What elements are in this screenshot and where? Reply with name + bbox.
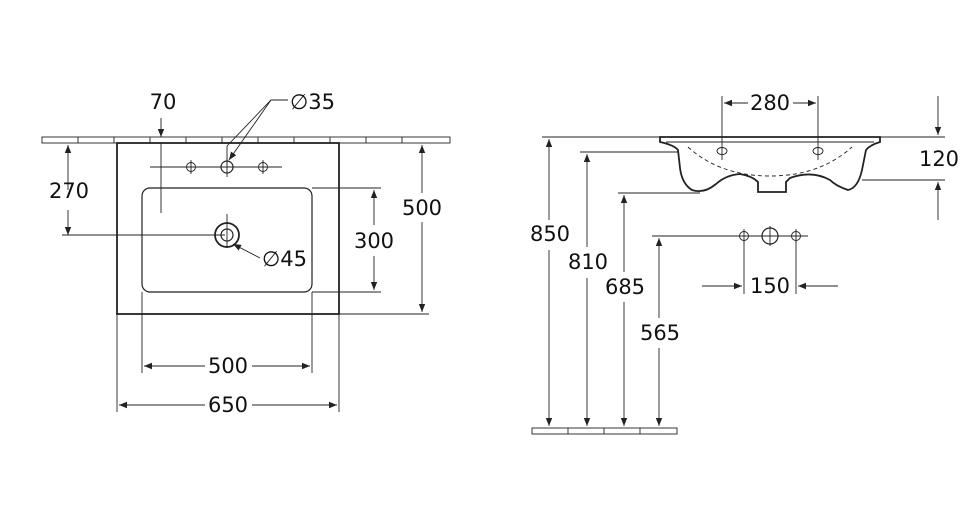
dim-bowl-offset: 270 <box>49 179 89 203</box>
dim-bottom-level: 685 <box>605 275 645 299</box>
dim-rim-height: 120 <box>919 147 959 171</box>
dim-depth: 500 <box>402 196 442 220</box>
dim-waste-hole: ∅45 <box>262 247 307 271</box>
basin-bowl <box>141 187 313 293</box>
dim-tap-hole: ∅35 <box>290 90 335 114</box>
basin-outline <box>116 142 340 315</box>
waste-hole <box>214 214 240 248</box>
dim-tap-offset: 70 <box>150 90 177 114</box>
dim-hole-spacing: 280 <box>750 91 790 115</box>
dim-width: 650 <box>208 393 248 417</box>
dim-bowl-depth: 300 <box>354 229 394 253</box>
bowl-dashed-outline <box>687 146 853 177</box>
dim-bowl-width: 500 <box>208 354 248 378</box>
plan-view: 70 ∅35 270 ∅45 300 500 500 <box>41 90 451 417</box>
dim-waste-spacing: 150 <box>750 274 790 298</box>
tap-holes <box>150 157 282 177</box>
dim-total-height: 850 <box>530 222 570 246</box>
basin-profile <box>659 136 881 193</box>
dim-rim-level: 810 <box>568 250 608 274</box>
floor-strip <box>531 427 678 435</box>
side-view: 280 120 850 810 685 <box>530 91 959 435</box>
dim-waste-level: 565 <box>640 321 680 345</box>
waste-fittings <box>652 226 808 246</box>
